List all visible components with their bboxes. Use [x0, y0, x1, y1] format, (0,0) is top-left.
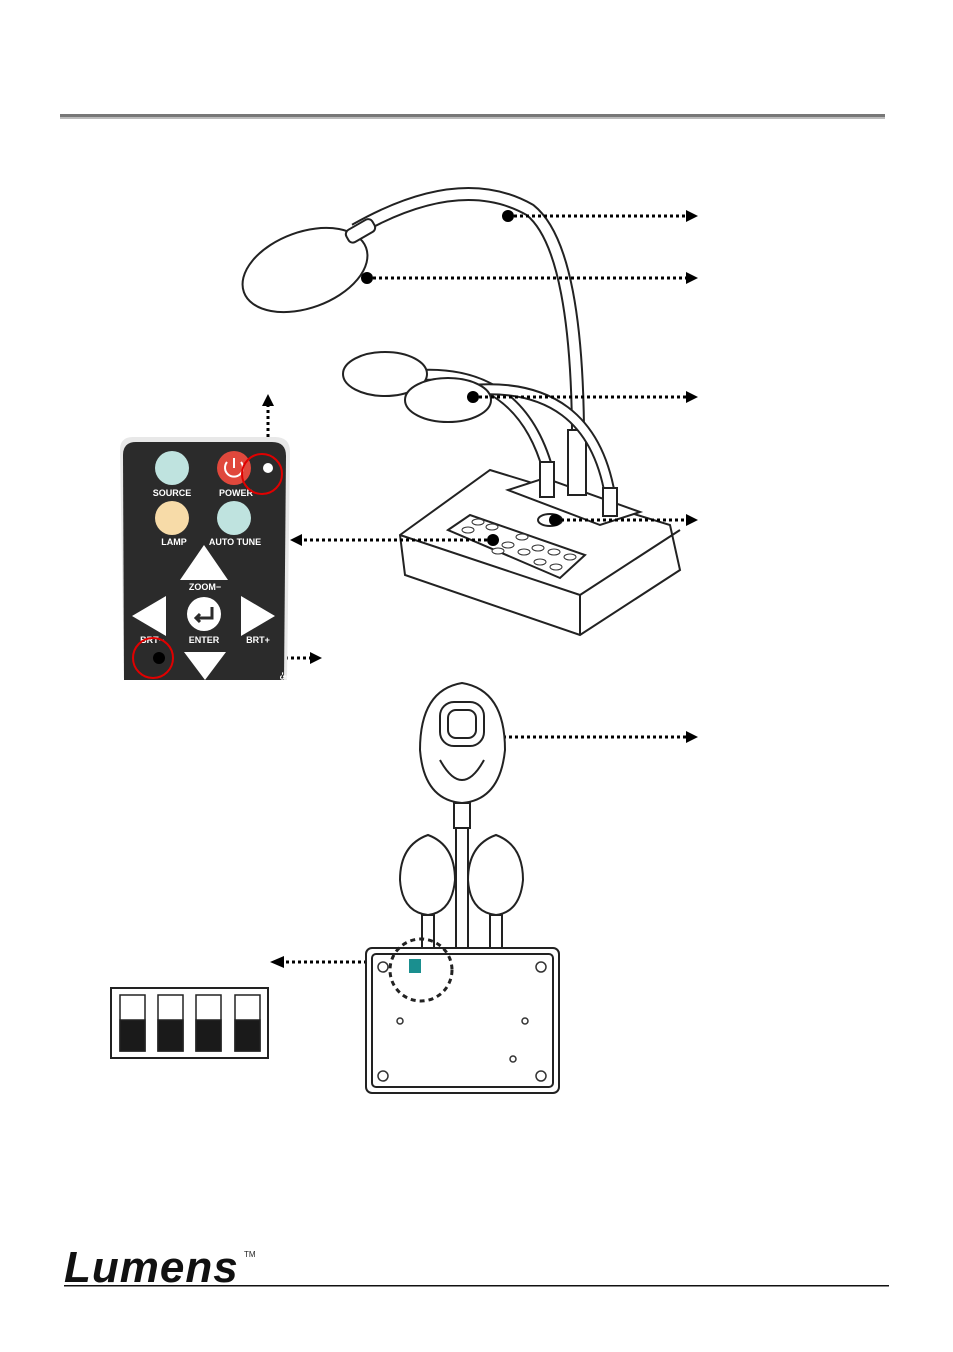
- dip-switch-detail: [110, 987, 269, 1059]
- zoom-plus-button[interactable]: [184, 652, 226, 680]
- zoom-minus-label: ZOOM−: [189, 582, 221, 592]
- dip-switch-highlight: [388, 937, 454, 1003]
- footer: Lumens TM: [64, 1243, 889, 1292]
- ir-transmitter-highlight: [132, 637, 174, 679]
- autotune-label: AUTO TUNE: [209, 537, 261, 547]
- header-rule: [60, 114, 885, 119]
- power-label: POWER: [219, 488, 254, 498]
- enter-icon: [193, 607, 214, 624]
- trademark: TM: [244, 1250, 256, 1259]
- remote-control: SOURCE POWER LAMP AUTO TUNE ZOOM− ENTER …: [120, 437, 290, 685]
- brt-plus-button[interactable]: [241, 596, 275, 636]
- model-suffix: -52: [278, 672, 288, 685]
- brt-plus-label: BRT+: [246, 635, 270, 645]
- top-view-illustration: [365, 681, 560, 1094]
- auto-tune-button[interactable]: [217, 501, 251, 535]
- lumens-logo: Lumens: [64, 1243, 239, 1292]
- lamp-label: LAMP: [161, 537, 187, 547]
- enter-button[interactable]: [187, 597, 221, 631]
- source-button[interactable]: [155, 451, 189, 485]
- enter-label: ENTER: [189, 635, 220, 645]
- zoom-minus-button[interactable]: [180, 545, 228, 580]
- document-camera-illustration: [241, 187, 682, 637]
- source-label: SOURCE: [153, 488, 192, 498]
- ir-receiver-highlight: [241, 453, 283, 495]
- brt-minus-label: BRT−: [140, 635, 164, 645]
- brt-minus-button[interactable]: [132, 596, 166, 636]
- footer-rule: [64, 1285, 889, 1287]
- lamp-button[interactable]: [155, 501, 189, 535]
